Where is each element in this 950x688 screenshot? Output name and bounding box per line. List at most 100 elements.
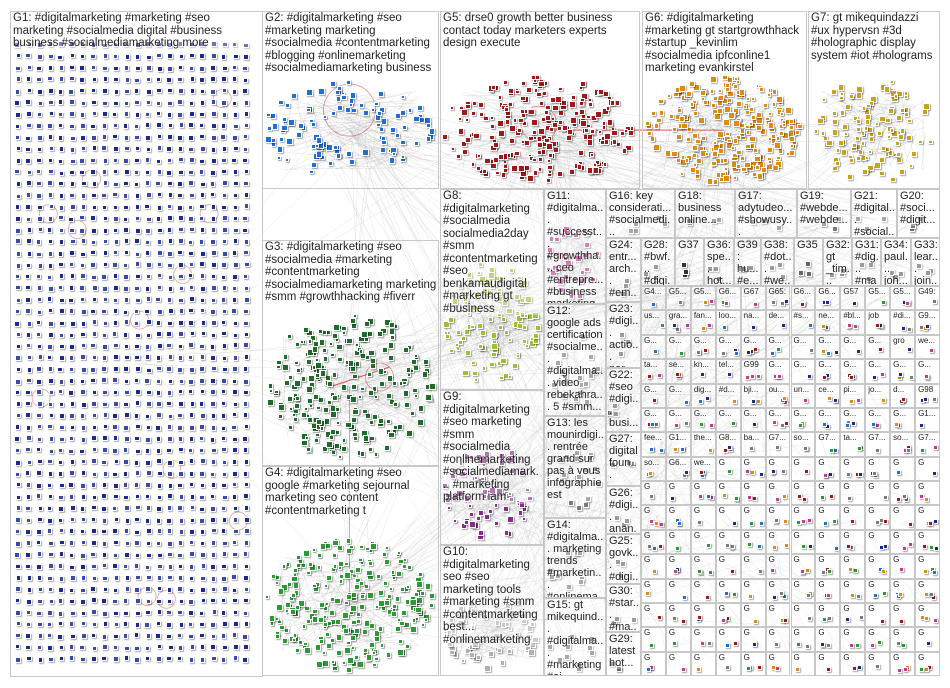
node-small[interactable] <box>733 496 739 502</box>
node-small[interactable] <box>730 544 736 550</box>
group-g20[interactable]: G20: #soci... #digit... <box>897 189 940 238</box>
small-group[interactable]: G7... <box>865 432 891 457</box>
node-small[interactable] <box>874 322 880 328</box>
small-group[interactable]: G <box>740 529 766 555</box>
small-group[interactable]: ou... <box>765 383 791 408</box>
node-small[interactable] <box>697 494 703 500</box>
node-small[interactable] <box>853 323 859 329</box>
small-group[interactable]: G8... <box>715 432 741 457</box>
small-group[interactable]: dig... <box>690 383 716 408</box>
node-small[interactable] <box>657 615 663 621</box>
small-group[interactable]: G <box>865 578 891 603</box>
small-group[interactable]: G <box>641 554 666 579</box>
small-group[interactable]: G <box>915 578 940 603</box>
node-small[interactable] <box>855 397 861 403</box>
group-g19[interactable]: G19: #webde... #webde... <box>797 189 851 238</box>
small-group[interactable]: G <box>765 529 791 555</box>
node-small[interactable] <box>757 569 763 575</box>
node-small[interactable] <box>649 422 655 428</box>
small-group[interactable]: G... <box>690 334 716 360</box>
node-small[interactable] <box>783 519 789 525</box>
small-group[interactable]: G7... <box>765 432 791 457</box>
node-small[interactable] <box>670 496 676 502</box>
small-group[interactable]: G... <box>890 359 916 384</box>
small-group[interactable]: G <box>665 554 691 579</box>
node-small[interactable] <box>822 521 828 527</box>
group-g2[interactable]: G2: #digitalmarketing #seo #marketing ma… <box>262 11 439 189</box>
node-small[interactable] <box>928 347 934 353</box>
group-g16[interactable]: G16: key considerati... #socialmedi... <box>606 189 675 238</box>
small-group[interactable]: G <box>715 456 741 481</box>
node-small[interactable] <box>908 374 914 380</box>
node-small[interactable] <box>658 521 664 527</box>
node-small[interactable] <box>673 422 679 428</box>
small-group[interactable]: G <box>665 481 691 506</box>
node-small[interactable] <box>656 373 662 378</box>
node-small[interactable] <box>826 350 832 356</box>
node-small[interactable] <box>699 422 705 428</box>
node-small[interactable] <box>732 592 738 598</box>
node-small[interactable] <box>826 593 831 599</box>
small-group[interactable]: G <box>890 554 916 579</box>
group-g9[interactable]: G9: #digitalmarketing #seo marketing #sm… <box>440 390 544 545</box>
node-small[interactable] <box>848 566 854 572</box>
node-small[interactable] <box>802 497 808 503</box>
node-small[interactable] <box>803 398 809 404</box>
node-small[interactable] <box>805 592 811 598</box>
node-small[interactable] <box>894 421 900 427</box>
small-group[interactable]: #di... <box>890 310 916 335</box>
node-small[interactable] <box>731 399 737 405</box>
node-small[interactable] <box>759 521 765 527</box>
node-small[interactable] <box>709 423 715 429</box>
node-small[interactable] <box>648 471 654 476</box>
node-small[interactable] <box>847 496 853 502</box>
small-group[interactable]: #s... <box>790 310 816 335</box>
node-small[interactable] <box>796 494 802 500</box>
small-group[interactable]: G1... <box>665 432 691 457</box>
node-small[interactable] <box>924 373 930 379</box>
group-g28[interactable]: G28: #bwf... #digi... <box>641 238 675 286</box>
small-group[interactable]: G <box>641 481 666 506</box>
small-group[interactable]: G... <box>865 407 891 433</box>
small-group[interactable]: G <box>865 529 891 555</box>
node-small[interactable] <box>908 542 914 548</box>
node-small[interactable] <box>856 445 862 451</box>
group-g24[interactable]: G24: entr... arch... #em... <box>606 238 641 302</box>
group-g14[interactable]: G14: #digitalma... marketing trends #mar… <box>544 518 606 598</box>
small-group[interactable]: G4... <box>641 286 666 311</box>
node-small[interactable] <box>852 568 858 574</box>
small-group[interactable]: G... <box>865 359 891 384</box>
small-group[interactable]: G <box>665 602 691 628</box>
small-group[interactable]: bji... <box>740 383 766 408</box>
node-small[interactable] <box>751 496 757 502</box>
small-group[interactable]: G <box>840 529 866 555</box>
node-small[interactable] <box>780 469 786 475</box>
node-small[interactable] <box>902 545 908 551</box>
group-g31[interactable]: G31: #dig... #ma... <box>852 238 881 286</box>
small-group[interactable]: G7... <box>915 432 940 457</box>
node-small[interactable] <box>901 494 907 500</box>
small-group[interactable]: G <box>765 456 791 481</box>
node-small[interactable] <box>809 348 815 354</box>
node-small[interactable] <box>747 494 753 500</box>
group-g33[interactable]: G33: lear... join... <box>911 238 940 286</box>
small-group[interactable]: G <box>865 554 891 579</box>
small-group[interactable]: G <box>815 505 841 530</box>
node-small[interactable] <box>769 568 775 574</box>
small-group[interactable]: G <box>690 505 716 530</box>
small-group[interactable]: we... <box>915 334 940 360</box>
small-group[interactable]: G6... <box>790 286 816 311</box>
node-small[interactable] <box>880 568 886 574</box>
node-small[interactable] <box>653 521 659 527</box>
small-group[interactable]: G <box>641 578 666 603</box>
node-small[interactable] <box>871 422 877 428</box>
small-group[interactable]: kn... <box>690 359 716 384</box>
small-group[interactable]: G... <box>915 359 940 384</box>
small-group[interactable]: G <box>740 554 766 579</box>
small-group[interactable]: G... <box>740 407 766 433</box>
small-group[interactable]: G <box>641 602 666 628</box>
node-small[interactable] <box>721 350 727 356</box>
small-group[interactable]: G... <box>840 407 866 433</box>
small-group[interactable]: G... <box>715 407 741 433</box>
group-g27[interactable]: G27: digital foun... <box>606 432 641 486</box>
